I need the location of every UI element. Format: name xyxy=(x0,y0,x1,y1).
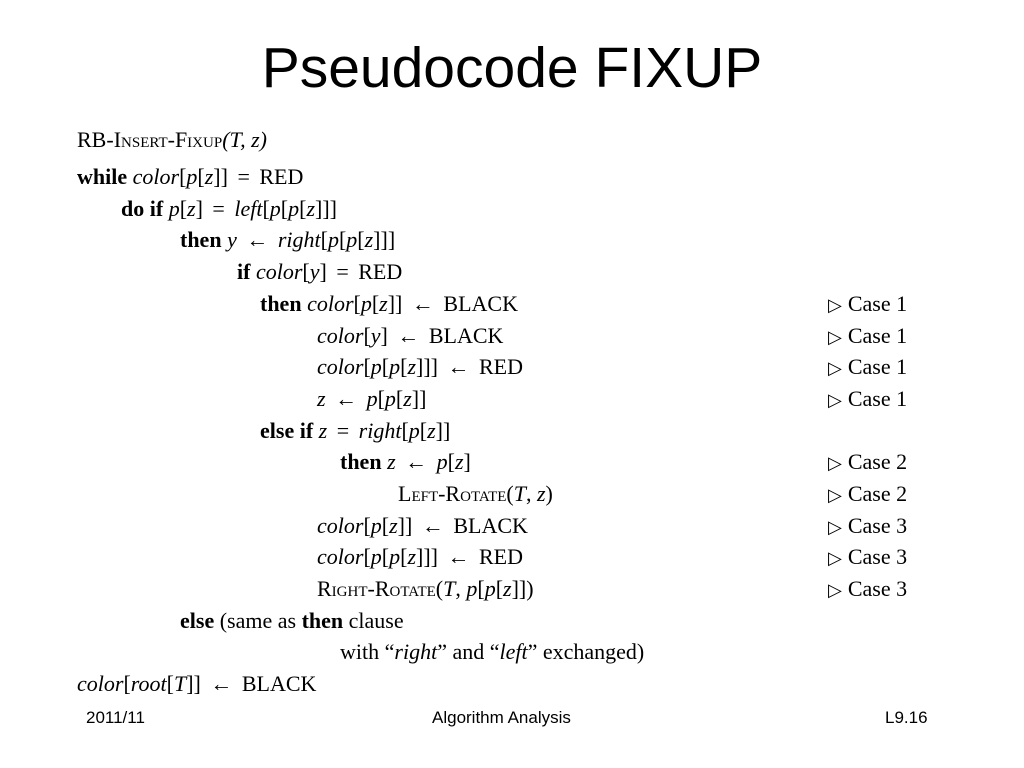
slide-title: Pseudocode FIXUP xyxy=(261,36,763,100)
case-comment: ▷Case 3 xyxy=(828,513,908,538)
procedure-params: (T, z) xyxy=(222,127,268,152)
code-line: else (same as then clause xyxy=(180,608,404,633)
code-line: Left-Rotate(T, z) xyxy=(398,481,553,506)
footer-slide-number: L9.16 xyxy=(885,708,928,727)
case-comment: ▷Case 3 xyxy=(828,576,908,601)
case-comment: ▷Case 3 xyxy=(828,544,908,569)
comment-triangle-icon: ▷ xyxy=(828,453,842,473)
footer-course: Algorithm Analysis xyxy=(432,708,571,727)
comment-triangle-icon: ▷ xyxy=(828,517,842,537)
comment-triangle-icon: ▷ xyxy=(828,485,842,505)
comment-triangle-icon: ▷ xyxy=(828,295,842,315)
code-line: while color[p[z]] = RED xyxy=(77,164,304,189)
code-line: color[p[p[z]]] ← RED xyxy=(317,544,523,569)
code-line: color[p[z]] ← BLACK xyxy=(317,513,528,538)
code-line: else if z = right[p[z]] xyxy=(260,418,451,443)
code-line: with “right” and “left” exchanged) xyxy=(340,639,645,664)
case-comment: ▷Case 1 xyxy=(828,323,908,348)
procedure-header: RB-Insert-Fixup(T, z) xyxy=(77,124,267,156)
code-line: do if p[z] = left[p[p[z]]] xyxy=(121,196,337,221)
code-line: if color[y] = RED xyxy=(237,259,403,284)
comment-triangle-icon: ▷ xyxy=(828,580,842,600)
code-line: color[y] ← BLACK xyxy=(317,323,504,348)
code-line: color[root[T]] ← BLACK xyxy=(77,671,317,696)
case-comment: ▷Case 1 xyxy=(828,291,908,316)
code-line: then y ← right[p[p[z]]] xyxy=(180,227,396,252)
case-comment: ▷Case 1 xyxy=(828,386,908,411)
footer-date: 2011/11 xyxy=(86,708,145,727)
code-line: then color[p[z]] ← BLACK xyxy=(260,291,518,316)
comment-triangle-icon: ▷ xyxy=(828,390,842,410)
procedure-name-prefix: RB- xyxy=(77,127,114,152)
comment-triangle-icon: ▷ xyxy=(828,358,842,378)
code-line: Right-Rotate(T, p[p[z]]) xyxy=(317,576,534,601)
comment-triangle-icon: ▷ xyxy=(828,327,842,347)
case-comment: ▷Case 2 xyxy=(828,449,908,474)
procedure-name: Insert-Fixup xyxy=(113,127,223,152)
code-line: z ← p[p[z]] xyxy=(317,386,427,411)
code-line: color[p[p[z]]] ← RED xyxy=(317,354,523,379)
case-comment: ▷Case 2 xyxy=(828,481,908,506)
comment-triangle-icon: ▷ xyxy=(828,548,842,568)
code-line: then z ← p[z] xyxy=(340,449,471,474)
case-comment: ▷Case 1 xyxy=(828,354,908,379)
